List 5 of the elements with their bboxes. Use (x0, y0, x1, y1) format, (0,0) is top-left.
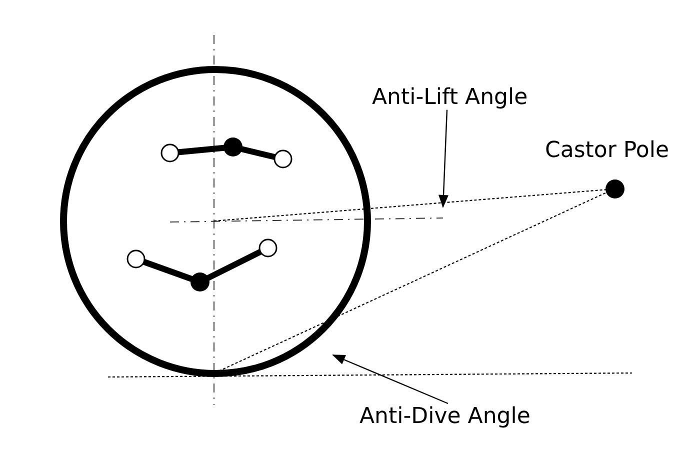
callout-label: Anti-Dive Angle (360, 404, 530, 429)
callout-label: Anti-Lift Angle (372, 84, 528, 110)
leader-arrow (332, 354, 448, 404)
point-label: Castor Pole (545, 138, 670, 163)
leader-arrow (438, 110, 448, 208)
